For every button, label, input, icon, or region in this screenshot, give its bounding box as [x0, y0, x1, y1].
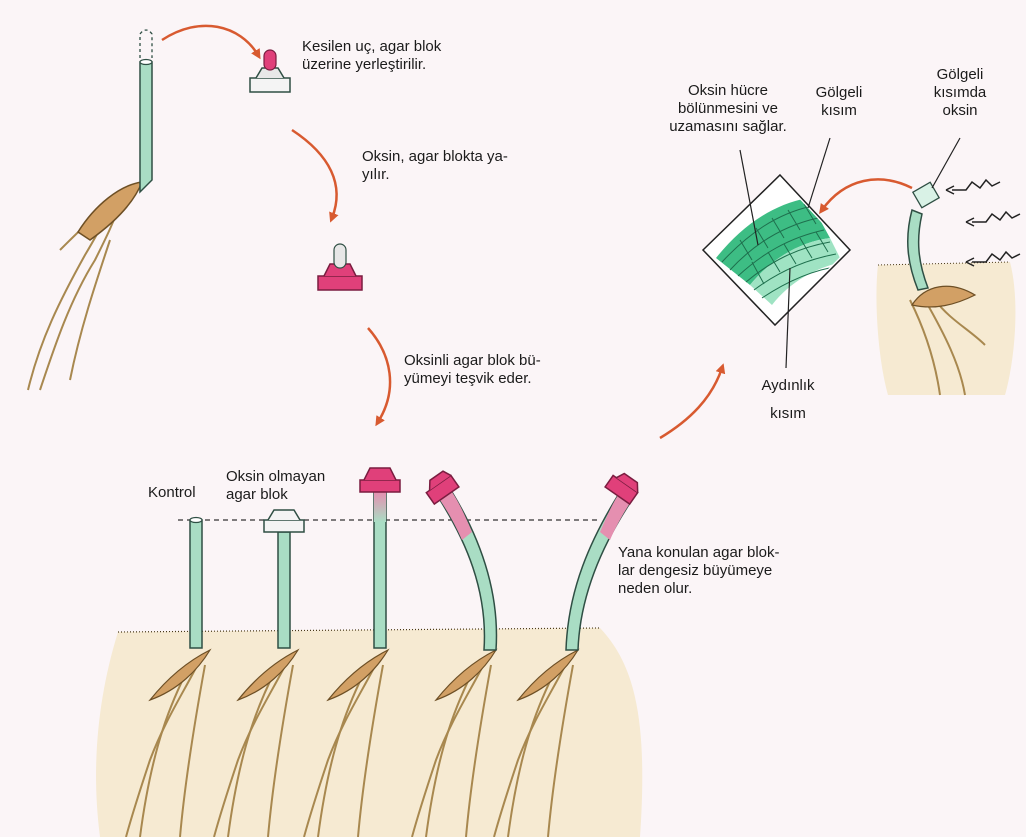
side-blocks-description: Yana konulan agar blok- lar dengesiz büy…	[618, 544, 780, 598]
cut-seedling	[28, 30, 152, 390]
auxin-in-shade-label: Gölgeli kısımda oksin	[920, 66, 1000, 120]
shaded-side-label: Gölgeli kısım	[800, 84, 878, 120]
arrow-to-experiments	[368, 328, 390, 422]
cell-magnification	[703, 175, 850, 325]
arrow-to-agar	[162, 26, 258, 55]
plain-block-seedling	[264, 510, 304, 648]
soil-bed	[96, 628, 642, 837]
control-label: Kontrol	[148, 484, 196, 502]
arrow-to-phototropism	[660, 368, 722, 438]
no-auxin-block-label: Oksin olmayan agar blok	[226, 468, 325, 504]
phototropism-seedling	[876, 182, 1015, 395]
step1-description: Kesilen uç, agar blok üzerine yerleştiri…	[302, 38, 441, 74]
auxin-diffused-block	[318, 244, 362, 290]
step2-description: Oksin, agar blokta ya- yılır.	[362, 148, 508, 184]
control-seedling	[190, 518, 202, 649]
auxin-cell-function-label: Oksin hücre bölünmesini ve uzamasını sağ…	[642, 82, 814, 136]
arrow-to-diffused	[292, 130, 337, 218]
arrow-from-shaded-tip	[822, 179, 912, 210]
lit-side-label: Aydınlık kısım	[742, 372, 834, 428]
step3-description: Oksinli agar blok bü- yümeyi teşvik eder…	[404, 352, 541, 388]
tip-on-agar-block	[250, 50, 290, 92]
auxin-block-seedling	[360, 468, 400, 648]
light-rays	[946, 180, 1020, 266]
side-block-seedling-1	[422, 469, 497, 650]
